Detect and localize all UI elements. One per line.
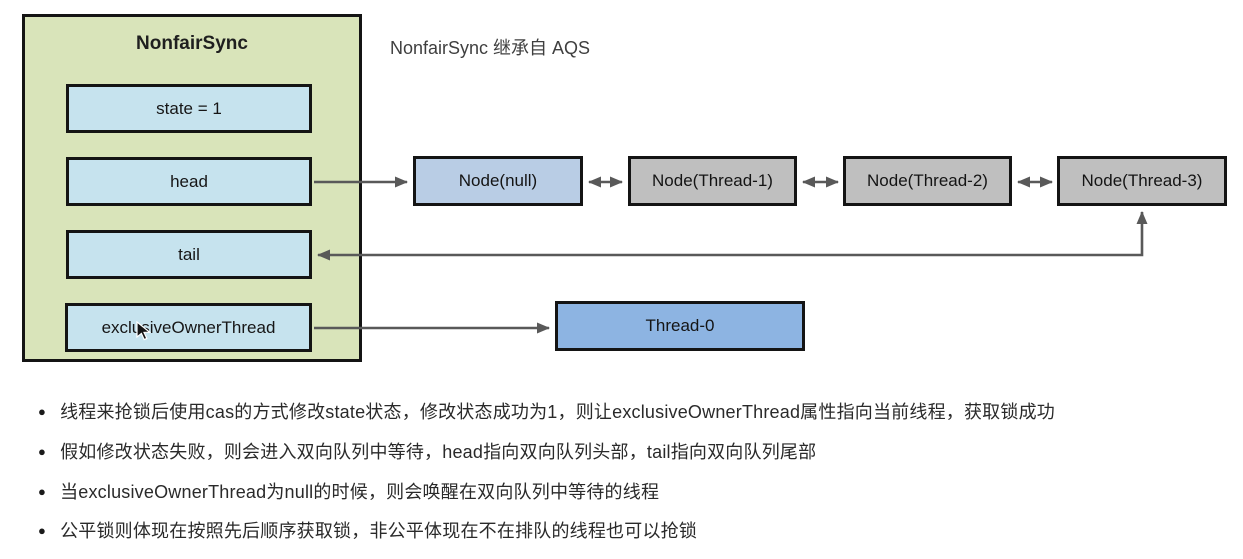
bullet-text: 假如修改状态失败，则会进入双向队列中等待，head指向双向队列头部，tail指向…: [60, 442, 817, 462]
bullet-text: 公平锁则体现在按照先后顺序获取锁，非公平体现在不在排队的线程也可以抢锁: [60, 521, 698, 541]
bullet-dot: ●: [38, 522, 47, 538]
bullet-item: ● 公平锁则体现在按照先后顺序获取锁，非公平体现在不在排队的线程也可以抢锁: [38, 517, 1228, 543]
node-null: Node(null): [413, 156, 583, 206]
bullet-dot: ●: [38, 443, 47, 459]
bullet-item: ● 假如修改状态失败，则会进入双向队列中等待，head指向双向队列头部，tail…: [38, 438, 1228, 464]
caption-inherits-aqs: NonfairSync 继承自 AQS: [390, 38, 591, 58]
node-thread-1: Node(Thread-1): [628, 156, 797, 206]
class-title: NonfairSync: [136, 33, 248, 54]
node-thread-2: Node(Thread-2): [843, 156, 1012, 206]
bullet-item: ● 线程来抢锁后使用cas的方式修改state状态，修改状态成功为1，则让exc…: [38, 398, 1228, 424]
field-tail: tail: [66, 230, 312, 279]
mouse-cursor-icon: [136, 321, 151, 341]
node-thread-3: Node(Thread-3): [1057, 156, 1227, 206]
field-state: state = 1: [66, 84, 312, 133]
bullet-item: ● 当exclusiveOwnerThread为null的时候，则会唤醒在双向队…: [38, 478, 1228, 504]
thread-0-box: Thread-0: [555, 301, 805, 351]
tail-arrow: [317, 211, 1148, 261]
bullet-dot: ●: [38, 483, 47, 499]
bullet-text: 当exclusiveOwnerThread为null的时候，则会唤醒在双向队列中…: [60, 482, 660, 502]
bullet-text: 线程来抢锁后使用cas的方式修改state状态，修改状态成功为1，则让exclu…: [60, 402, 1055, 422]
field-exclusive-owner-thread: exclusiveOwnerThread: [65, 303, 312, 352]
field-head: head: [66, 157, 312, 206]
bullet-dot: ●: [38, 403, 47, 419]
